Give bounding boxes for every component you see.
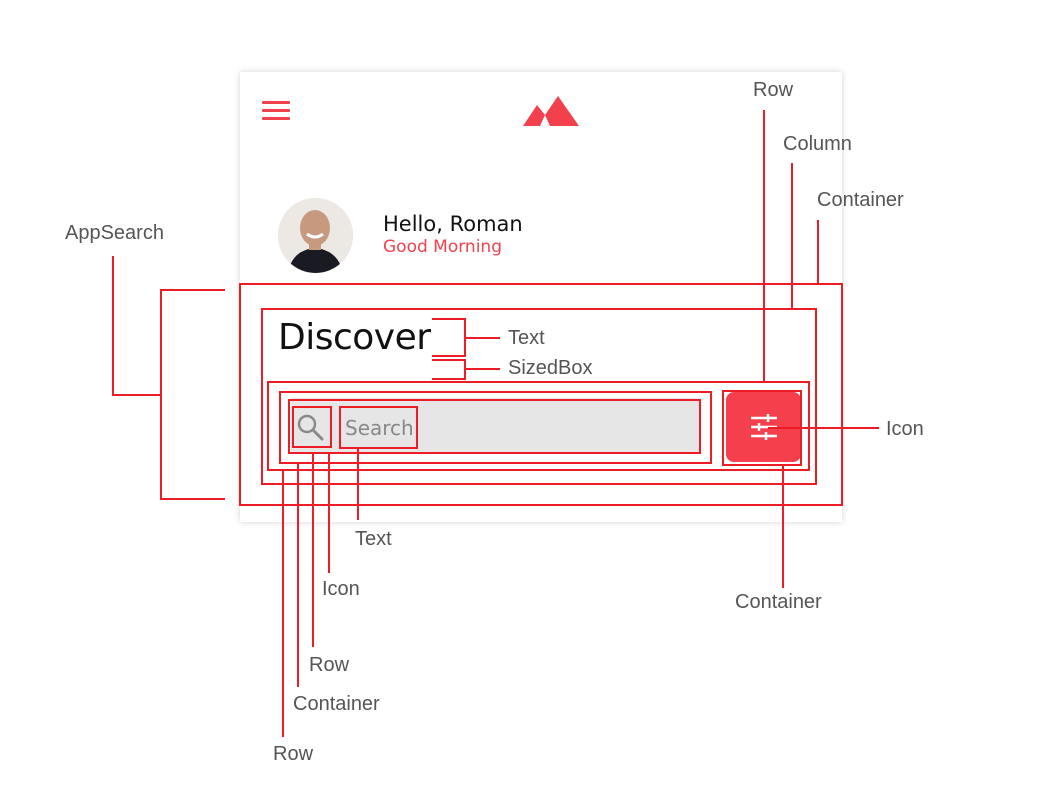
search-container-box	[279, 391, 712, 464]
label-text-search: Text	[355, 528, 392, 550]
label-column: Column	[783, 133, 852, 155]
label-row-bottom: Row	[273, 743, 314, 765]
label-icon-filter: Icon	[886, 418, 924, 440]
search-input[interactable]: Search	[345, 416, 414, 440]
label-sizedbox: SizedBox	[508, 357, 593, 379]
label-icon-search: Icon	[322, 578, 360, 600]
label-text-discover: Text	[508, 327, 545, 349]
row-bottom-box	[267, 381, 810, 471]
search-row-box	[288, 399, 701, 454]
label-container-outer: Container	[817, 189, 904, 211]
label-row-inner: Row	[309, 654, 350, 676]
filter-button[interactable]	[726, 392, 801, 462]
avatar[interactable]	[278, 198, 353, 273]
greeting-title: Hello, Roman	[383, 212, 523, 236]
label-container-search: Container	[293, 693, 380, 715]
discover-heading: Discover	[278, 317, 431, 358]
label-row-top: Row	[753, 79, 794, 101]
column-box	[261, 308, 817, 485]
label-appsearch: AppSearch	[65, 222, 164, 244]
mountain-logo-icon	[523, 96, 579, 126]
appsearch-container-box	[239, 283, 843, 506]
search-text-box	[339, 406, 418, 449]
search-icon[interactable]	[295, 412, 325, 442]
greeting-subtitle: Good Morning	[383, 237, 502, 257]
menu-icon[interactable]	[262, 101, 290, 123]
label-container-filter: Container	[735, 591, 822, 613]
search-icon-box	[292, 406, 332, 448]
